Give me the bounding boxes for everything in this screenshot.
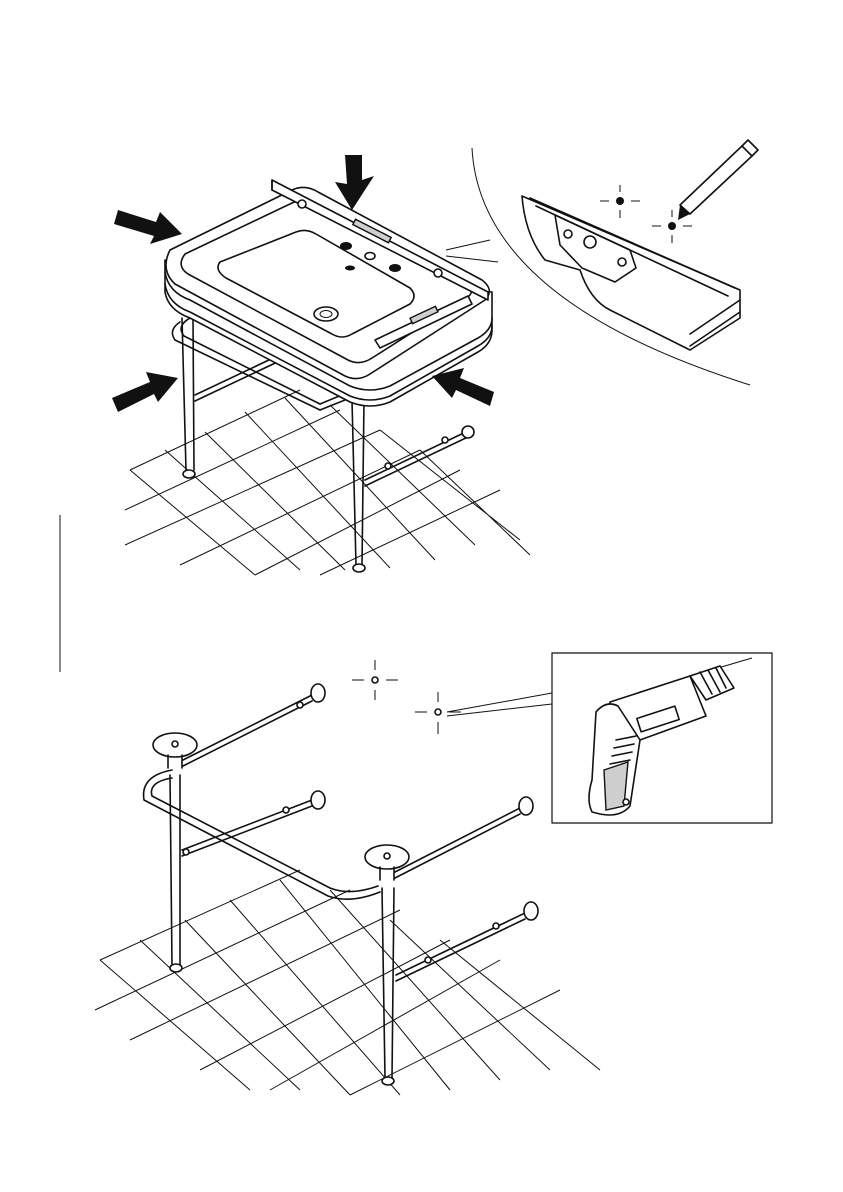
wall-mark bbox=[352, 660, 398, 700]
arrow-icon bbox=[112, 372, 178, 412]
floor-grid-top bbox=[125, 390, 530, 575]
wall-mark bbox=[415, 692, 461, 734]
wall-mark bbox=[600, 185, 640, 218]
washbasin bbox=[165, 187, 492, 406]
drill-hole-marks bbox=[352, 660, 552, 734]
stand-bottom bbox=[144, 684, 538, 1085]
arrow-icon bbox=[432, 368, 494, 406]
pencil-icon bbox=[678, 140, 758, 220]
drill-callout bbox=[552, 653, 772, 823]
